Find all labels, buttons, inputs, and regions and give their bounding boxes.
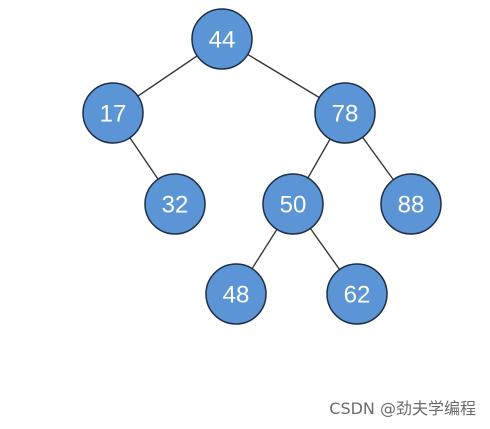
node-label: 62	[344, 282, 371, 309]
tree-node-17: 17	[82, 82, 144, 144]
node-circle	[262, 173, 324, 235]
tree-node-62: 62	[326, 263, 388, 325]
node-label: 32	[162, 192, 189, 219]
tree-node-32: 32	[144, 173, 206, 235]
node-label: 78	[332, 101, 359, 128]
node-label: 48	[223, 282, 250, 309]
node-circle	[380, 173, 442, 235]
node-circle	[191, 8, 253, 70]
node-circle	[314, 82, 376, 144]
node-label: 44	[209, 27, 236, 54]
tree-node-48: 48	[205, 263, 267, 325]
tree-node-78: 78	[314, 82, 376, 144]
node-label: 17	[100, 101, 127, 128]
node-circle	[205, 263, 267, 325]
tree-nodes: 44 17 78 32 50 88 48 62	[82, 8, 442, 325]
node-label: 50	[280, 192, 307, 219]
tree-node-44: 44	[191, 8, 253, 70]
node-circle	[326, 263, 388, 325]
node-label: 88	[398, 192, 425, 219]
node-circle	[82, 82, 144, 144]
tree-node-50: 50	[262, 173, 324, 235]
tree-node-88: 88	[380, 173, 442, 235]
tree-edges	[112, 38, 412, 295]
node-circle	[144, 173, 206, 235]
watermark: CSDN @劲夫学编程	[329, 399, 476, 418]
